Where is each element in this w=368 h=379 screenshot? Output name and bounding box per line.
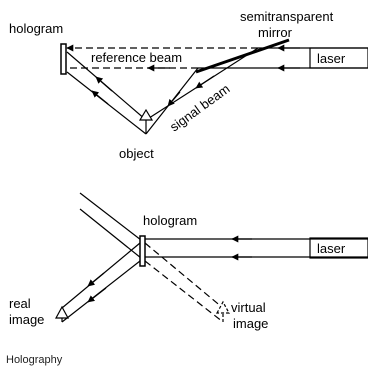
- virtual-image-beam-lower: [144, 260, 224, 323]
- object-beam-arrow-upper: [95, 76, 113, 92]
- top-hologram-plate: [60, 43, 67, 75]
- semitransparent-label: semitransparent: [240, 9, 334, 24]
- real-image-label: image: [9, 312, 44, 327]
- signal-beam-arrow-lower: [167, 91, 181, 107]
- real-image-arrow-upper: [87, 272, 105, 287]
- bottom-laser-box: [309, 237, 368, 259]
- signal-beam-label: signal beam: [167, 81, 233, 134]
- top-laser-label: laser: [317, 51, 346, 66]
- real-label: real: [9, 296, 31, 311]
- bottom-hologram-plate: [139, 235, 146, 267]
- object-marker: [138, 108, 154, 121]
- bottom-incident-line-upper: [79, 192, 142, 241]
- object-beam-arrow-lower: [91, 90, 109, 105]
- virtual-label: virtual: [231, 300, 266, 315]
- object-label: object: [119, 146, 154, 161]
- bottom-laser-label: laser: [317, 241, 346, 256]
- signal-beam-arrow-upper: [195, 75, 215, 89]
- virtual-image-beam-upper: [144, 242, 224, 309]
- bottom-hologram-label: hologram: [143, 213, 197, 228]
- top-figure: hologram semitransparent mirror laser re…: [9, 9, 368, 161]
- figure-caption: Holography: [6, 354, 63, 366]
- real-image-marker: [54, 305, 70, 319]
- semitransparent-mirror: [195, 38, 290, 74]
- mirror-label: mirror: [258, 25, 293, 40]
- reference-beam-label: reference beam: [91, 50, 182, 65]
- virtual-image-marker: [215, 300, 231, 314]
- bottom-incident-line-lower: [79, 208, 142, 259]
- real-image-arrow-lower: [87, 287, 107, 303]
- virtual-image-label: image: [233, 316, 268, 331]
- top-hologram-label: hologram: [9, 21, 63, 36]
- bottom-figure: hologram laser real image virtual image: [9, 192, 368, 331]
